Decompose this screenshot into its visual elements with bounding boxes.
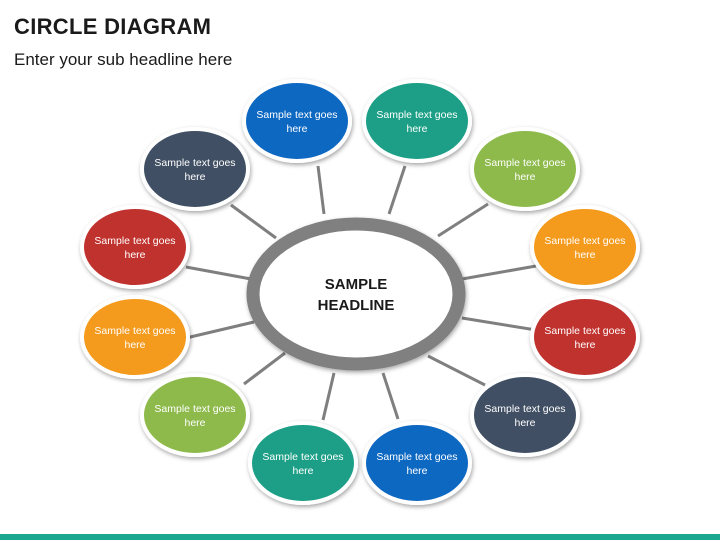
node-label-line2: here: [514, 171, 535, 183]
node-9: Sample text goes here: [140, 373, 250, 457]
node-ellipse: [470, 373, 580, 457]
node-ellipse: [140, 373, 250, 457]
node-label-line1: Sample text goes: [484, 403, 565, 415]
node-10: Sample text goes here: [80, 295, 190, 379]
node-ellipse: [140, 127, 250, 211]
node-label-line2: here: [406, 465, 427, 477]
node-label-line2: here: [286, 123, 307, 135]
spoke-line: [381, 372, 400, 420]
spoke-line: [185, 265, 252, 281]
center-circle: SAMPLE HEADLINE: [246, 217, 466, 371]
node-2: Sample text goes here: [362, 79, 472, 163]
node-label-line1: Sample text goes: [376, 109, 457, 121]
spoke-line: [185, 320, 255, 340]
node-label-line1: Sample text goes: [154, 403, 235, 415]
node-label-line2: here: [406, 123, 427, 135]
spoke-line: [461, 316, 537, 332]
node-ellipse: [470, 127, 580, 211]
spoke-line: [243, 351, 286, 386]
node-label-line2: here: [292, 465, 313, 477]
node-label-line2: here: [514, 417, 535, 429]
node-ellipse: [362, 421, 472, 505]
spoke-line: [321, 372, 336, 421]
node-ellipse: [362, 79, 472, 163]
node-ellipse: [248, 421, 358, 505]
node-label-line1: Sample text goes: [544, 235, 625, 247]
spoke-line: [387, 165, 407, 215]
node-label-line1: Sample text goes: [154, 157, 235, 169]
node-label-line1: Sample text goes: [376, 451, 457, 463]
node-label-line1: Sample text goes: [484, 157, 565, 169]
node-ellipse: [530, 205, 640, 289]
bottom-accent-bar: [0, 534, 720, 540]
spoke-line: [427, 354, 486, 387]
node-6: Sample text goes here: [470, 373, 580, 457]
node-ellipse: [530, 295, 640, 379]
node-ellipse: [80, 295, 190, 379]
node-label-line2: here: [574, 339, 595, 351]
node-label-line2: here: [184, 171, 205, 183]
spoke-lines: [185, 165, 537, 421]
node-3: Sample text goes here: [470, 127, 580, 211]
node-label-line1: Sample text goes: [94, 325, 175, 337]
node-11: Sample text goes here: [80, 205, 190, 289]
spoke-line: [316, 165, 326, 215]
node-4: Sample text goes here: [530, 205, 640, 289]
node-1: Sample text goes here: [242, 79, 352, 163]
node-7: Sample text goes here: [362, 421, 472, 505]
node-ellipse: [242, 79, 352, 163]
node-ellipse: [80, 205, 190, 289]
node-label-line2: here: [124, 339, 145, 351]
center-headline-line2: HEADLINE: [318, 297, 395, 314]
node-label-line1: Sample text goes: [262, 451, 343, 463]
node-label-line2: here: [574, 249, 595, 261]
node-label-line1: Sample text goes: [256, 109, 337, 121]
node-8: Sample text goes here: [248, 421, 358, 505]
center-ring: [246, 217, 466, 371]
node-12: Sample text goes here: [140, 127, 250, 211]
node-label-line2: here: [124, 249, 145, 261]
node-label-line1: Sample text goes: [544, 325, 625, 337]
node-5: Sample text goes here: [530, 295, 640, 379]
center-headline-line1: SAMPLE: [325, 276, 388, 293]
page-subtitle: Enter your sub headline here: [14, 50, 233, 69]
spoke-line: [437, 202, 489, 238]
node-label-line1: Sample text goes: [94, 235, 175, 247]
spoke-line: [230, 203, 277, 240]
spoke-line: [461, 264, 537, 281]
node-label-line2: here: [184, 417, 205, 429]
page-title: CIRCLE DIAGRAM: [14, 14, 212, 39]
